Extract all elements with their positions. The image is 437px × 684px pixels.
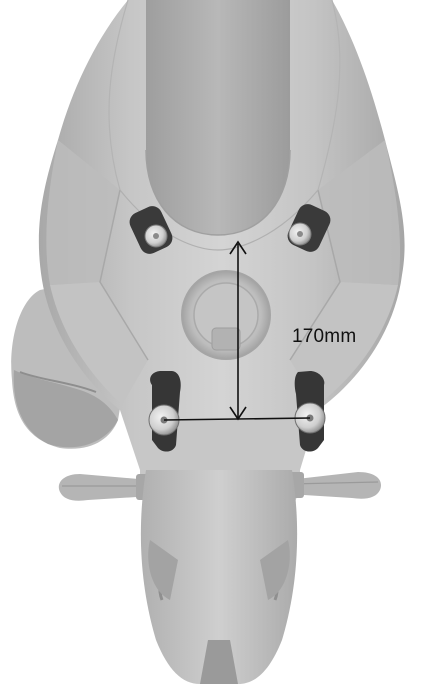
strap-bottom-left (148, 371, 181, 452)
strap-top-left (129, 206, 173, 254)
fuel-cap (181, 270, 271, 360)
arrow-up-icon (229, 240, 247, 255)
turn-signal-right (282, 472, 382, 499)
rear-fender (140, 470, 298, 684)
measurement-label: 170mm (292, 326, 357, 347)
horizontal-dimension-line (163, 417, 311, 421)
fuel-tank (146, 0, 290, 235)
strap-top-right (287, 204, 331, 252)
dimension-marker (163, 240, 311, 421)
arrow-down-icon (229, 406, 247, 421)
